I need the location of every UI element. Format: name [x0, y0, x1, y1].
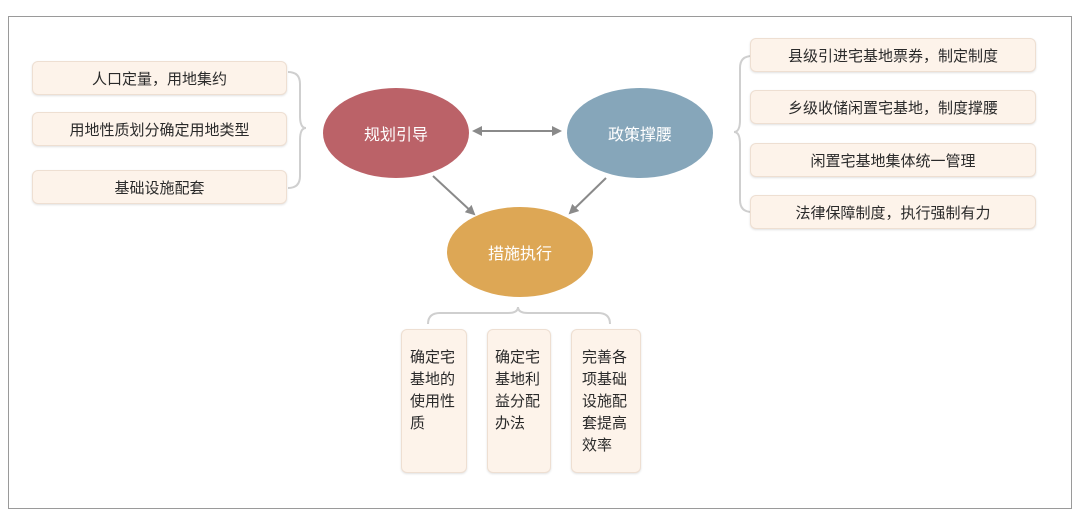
- planning-node: 规划引导: [323, 88, 469, 178]
- left-brace: [287, 71, 307, 189]
- bottom-item: 确定宅基地利益分配办法: [487, 329, 551, 473]
- bottom-brace: [427, 306, 611, 325]
- left-item: 用地性质划分确定用地类型: [32, 112, 287, 146]
- right-item: 法律保障制度，执行强制有力: [750, 195, 1036, 229]
- bottom-item-text: 完善各项基础设施配套提高效率: [582, 348, 628, 454]
- arrow-planning-to-measures: [432, 175, 476, 216]
- bottom-item-text: 确定宅基地利益分配办法: [495, 348, 541, 432]
- bottom-item: 确定宅基地的使用性质: [401, 329, 467, 473]
- bottom-item-text: 确定宅基地的使用性质: [410, 348, 456, 432]
- left-item: 基础设施配套: [32, 170, 287, 204]
- measures-node: 措施执行: [447, 207, 593, 297]
- right-item: 乡级收储闲置宅基地，制度撑腰: [750, 90, 1036, 124]
- policy-node: 政策撑腰: [567, 88, 713, 178]
- bottom-item: 完善各项基础设施配套提高效率: [571, 329, 641, 473]
- right-item: 县级引进宅基地票券，制定制度: [750, 38, 1036, 72]
- left-item: 人口定量，用地集约: [32, 61, 287, 95]
- right-brace: [733, 55, 753, 213]
- policy-label: 政策撑腰: [607, 125, 672, 144]
- arrow-policy-to-measures: [568, 177, 607, 215]
- right-item: 闲置宅基地集体统一管理: [750, 143, 1036, 177]
- measures-label: 措施执行: [487, 244, 552, 263]
- planning-label: 规划引导: [363, 125, 428, 144]
